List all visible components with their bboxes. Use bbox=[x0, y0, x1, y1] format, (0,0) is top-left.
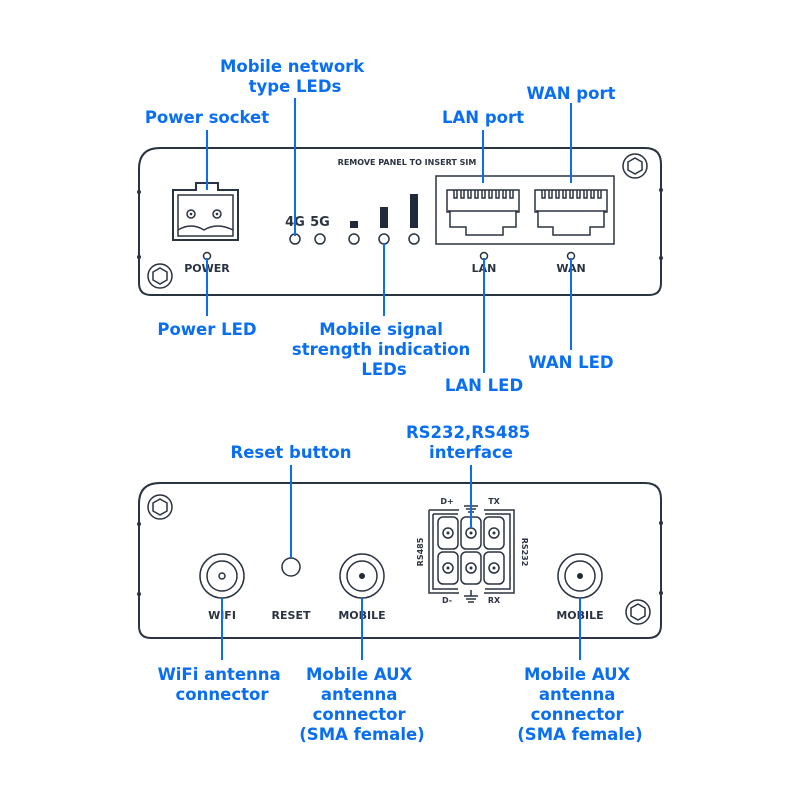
screw-icon bbox=[147, 263, 173, 289]
signal-bar-icon bbox=[350, 221, 358, 228]
callout-power-socket: Power socket bbox=[145, 108, 269, 127]
wifi-antenna-connector[interactable] bbox=[199, 553, 245, 599]
callout-reset-button: Reset button bbox=[231, 443, 352, 462]
wan-port[interactable] bbox=[534, 189, 608, 236]
notch bbox=[137, 592, 141, 596]
mobile-antenna-connector-1[interactable] bbox=[339, 553, 385, 599]
front-leader-lines bbox=[206, 98, 572, 373]
led-label-5g: 5G bbox=[310, 215, 330, 230]
callout-power-led: Power LED bbox=[157, 320, 256, 339]
serial-label-tx: TX bbox=[488, 497, 500, 506]
lan-port[interactable] bbox=[446, 189, 520, 236]
power-socket[interactable] bbox=[172, 182, 239, 241]
signal-led-1 bbox=[348, 233, 360, 245]
signal-bar-icon bbox=[410, 194, 418, 228]
serial-connector[interactable] bbox=[428, 509, 515, 594]
ethernet-port-frame bbox=[435, 175, 615, 245]
callout-wan-led: WAN LED bbox=[528, 353, 613, 372]
notch bbox=[137, 522, 141, 526]
screw-icon bbox=[625, 599, 651, 625]
signal-bar-icon bbox=[380, 207, 388, 228]
notch bbox=[659, 256, 663, 260]
signal-led-2 bbox=[378, 233, 390, 245]
notch bbox=[659, 591, 663, 595]
callout-serial-interface: RS232,RS485 interface bbox=[406, 423, 536, 462]
callout-wan-port: WAN port bbox=[527, 84, 616, 103]
notch bbox=[137, 255, 141, 259]
signal-led-3 bbox=[408, 233, 420, 245]
back-panel: WIFI RESET MOBILE bbox=[137, 482, 663, 639]
sim-notice: REMOVE PANEL TO INSERT SIM bbox=[338, 158, 477, 167]
notch bbox=[659, 521, 663, 525]
callout-wifi-antenna: WiFi antenna connector bbox=[158, 665, 287, 704]
callout-mobile-network-type-leds: Mobile network type LEDs bbox=[220, 57, 370, 96]
front-panel-outline bbox=[138, 147, 662, 296]
callout-lan-port: LAN port bbox=[442, 108, 524, 127]
led-5g bbox=[314, 233, 326, 245]
serial-label-d-minus: D- bbox=[442, 596, 452, 605]
callout-mobile-signal-leds: Mobile signal strength indication LEDs bbox=[292, 320, 476, 379]
back-panel-outline bbox=[138, 482, 662, 639]
screw-icon bbox=[622, 153, 648, 179]
serial-label-rs485: RS485 bbox=[416, 537, 425, 566]
front-panel: REMOVE PANEL TO INSERT SIM POWER 4G 5G bbox=[137, 147, 663, 296]
serial-label-rs232: RS232 bbox=[520, 538, 529, 567]
reset-button[interactable] bbox=[281, 557, 301, 577]
callout-mobile-aux-antenna-2: Mobile AUX antenna connector (SMA female… bbox=[517, 665, 642, 744]
callout-mobile-aux-antenna-1: Mobile AUX antenna connector (SMA female… bbox=[299, 665, 424, 744]
serial-label-rx: RX bbox=[488, 596, 501, 605]
ground-icon bbox=[464, 590, 478, 603]
serial-label-d-plus: D+ bbox=[440, 497, 453, 506]
notch bbox=[659, 188, 663, 192]
notch bbox=[137, 190, 141, 194]
reset-label: RESET bbox=[272, 609, 311, 622]
mobile-antenna-connector-2[interactable] bbox=[557, 553, 603, 599]
callout-lan-led: LAN LED bbox=[445, 376, 523, 395]
back-leader-lines bbox=[221, 465, 581, 660]
screw-icon bbox=[147, 494, 173, 520]
